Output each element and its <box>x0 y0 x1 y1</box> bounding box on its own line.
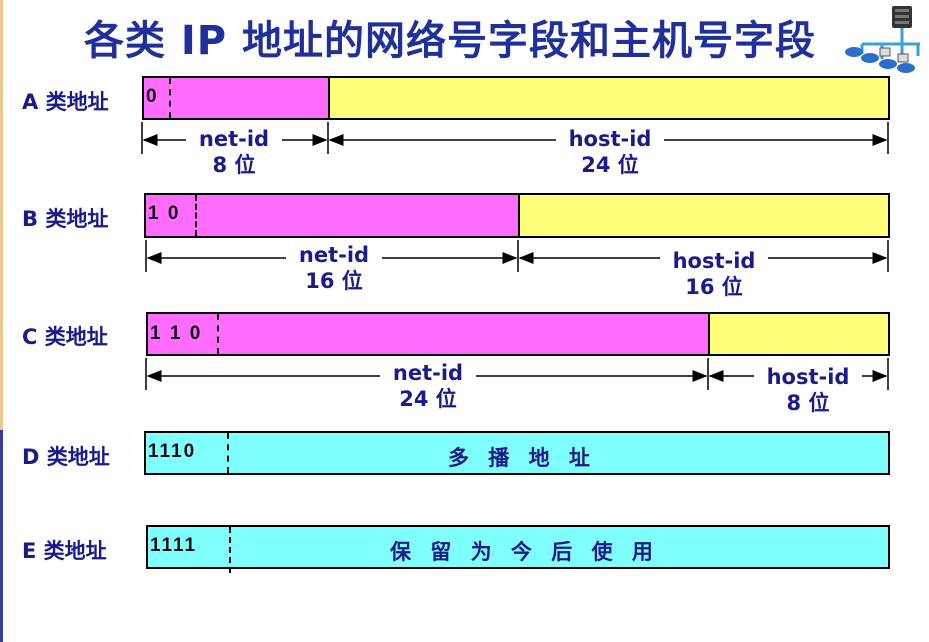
a-net-id-bits: 8 位 <box>212 153 256 177</box>
left-decor-bar-lower <box>0 430 3 642</box>
b-prefix-bits: 1 0 <box>148 203 181 224</box>
e-reserved-field <box>146 525 890 569</box>
c-host-id-label: host-id 8 位 <box>754 364 862 416</box>
e-prefix-bits: 1111 <box>150 535 198 556</box>
b-net-id-bits: 16 位 <box>305 269 363 293</box>
a-net-field <box>142 76 330 120</box>
page-title: 各类 IP 地址的网络号字段和主机号字段 <box>83 18 817 64</box>
a-host-id-label: host-id 24 位 <box>556 126 664 178</box>
d-multicast-label: 多 播 地 址 <box>448 446 596 470</box>
b-host-id-bits: 16 位 <box>685 275 743 299</box>
a-host-field <box>328 76 890 120</box>
row-label-b: B 类地址 <box>22 207 109 231</box>
network-topology-icon <box>845 6 920 73</box>
row-label-a: A 类地址 <box>22 90 109 114</box>
b-net-id-name: net-id <box>298 243 370 267</box>
c-host-id-bits: 8 位 <box>786 391 830 415</box>
a-prefix-bits: 0 <box>146 86 159 107</box>
b-prefix-divider <box>195 195 197 236</box>
b-net-field <box>144 193 520 238</box>
e-reserved-label: 保 留 为 今 后 使 用 <box>390 540 659 564</box>
a-host-id-bits: 24 位 <box>581 153 639 177</box>
c-host-field <box>708 312 890 356</box>
b-host-field <box>518 193 890 238</box>
row-label-d: D 类地址 <box>22 445 110 469</box>
a-host-id-name: host-id <box>568 127 652 151</box>
d-prefix-bits: 1110 <box>148 441 197 462</box>
b-host-id-name: host-id <box>672 249 756 273</box>
c-prefix-bits: 1 1 0 <box>150 323 203 344</box>
c-net-id-name: net-id <box>392 361 464 385</box>
d-multicast-field <box>144 431 890 475</box>
d-prefix-divider <box>227 433 229 473</box>
c-net-id-bits: 24 位 <box>399 387 457 411</box>
c-prefix-divider <box>217 314 219 354</box>
a-net-id-label: net-id 8 位 <box>186 126 282 178</box>
left-decor-bar <box>0 0 3 642</box>
c-net-field <box>146 312 710 356</box>
a-net-id-name: net-id <box>198 127 270 151</box>
c-net-id-label: net-id 24 位 <box>380 360 476 412</box>
e-prefix-divider <box>229 527 231 573</box>
b-net-id-label: net-id 16 位 <box>286 242 382 294</box>
b-host-id-label: host-id 16 位 <box>660 248 768 300</box>
row-label-e: E 类地址 <box>22 539 107 563</box>
a-prefix-divider <box>169 78 171 118</box>
c-host-id-name: host-id <box>766 365 850 389</box>
row-label-c: C 类地址 <box>22 325 108 349</box>
